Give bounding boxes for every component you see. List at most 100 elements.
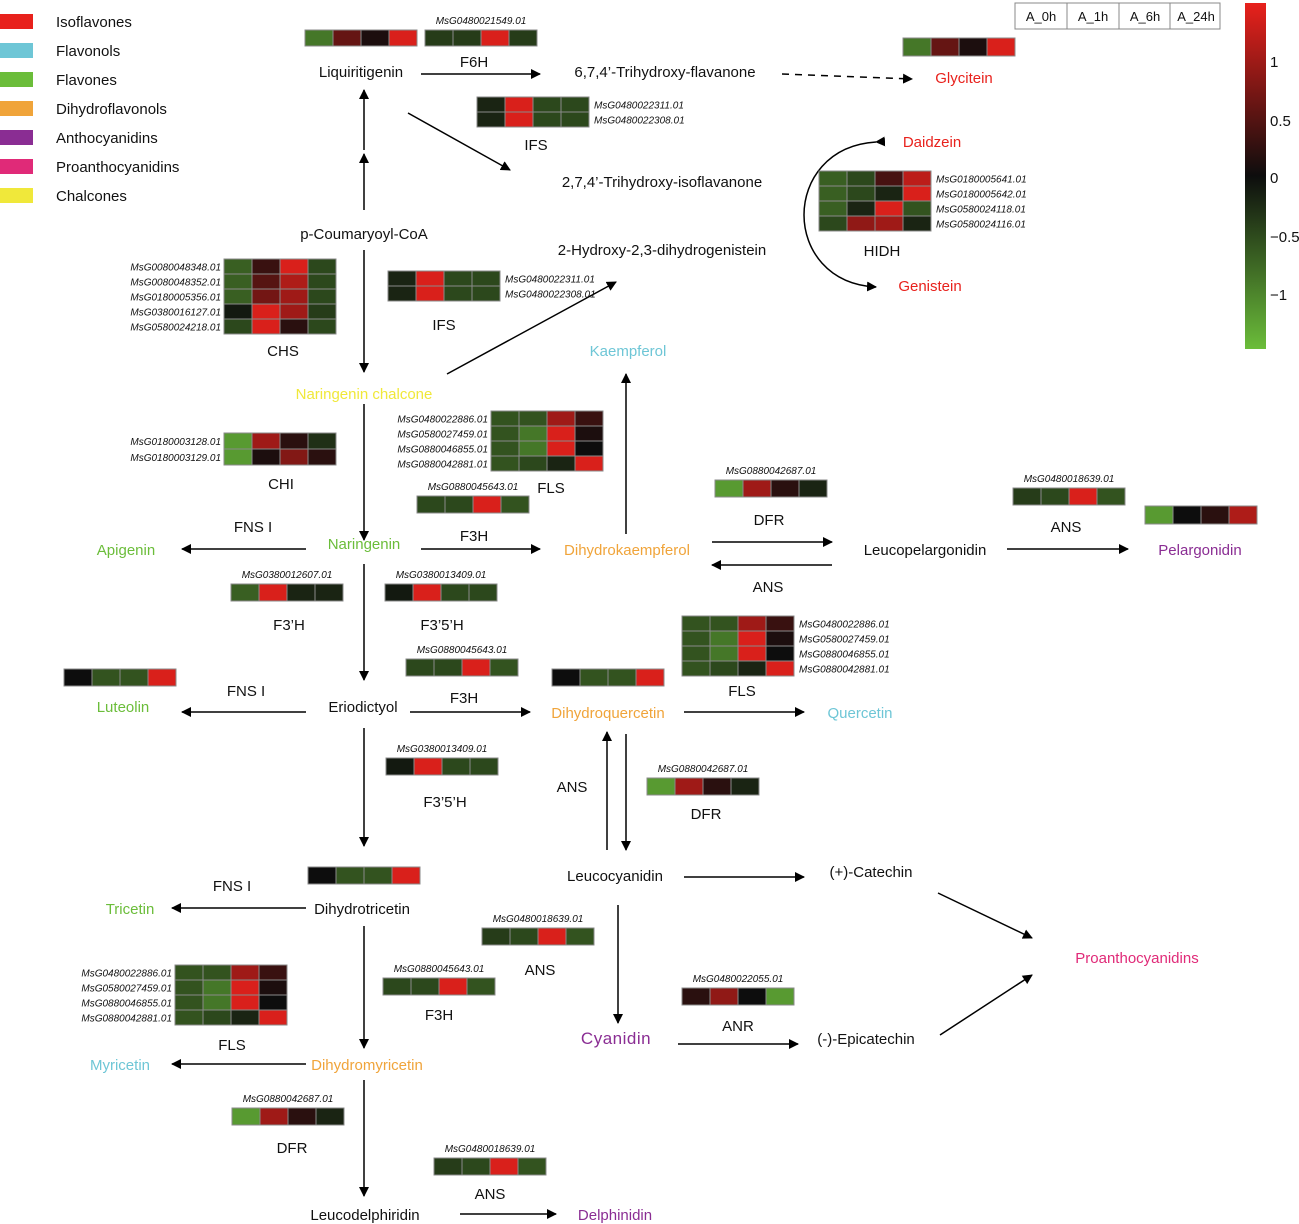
compound-trihydroxy-flavanone: 6,7,4’-Trihydroxy-flavanone	[574, 64, 755, 81]
heatmap-fls-1: MsG0480022886.01MsG0580027459.01MsG08800…	[397, 410, 604, 472]
gene-id: MsG0880042687.01	[658, 764, 749, 775]
heatmap-cell	[930, 37, 960, 57]
heatmap-hidh: MsG0180005641.01MsG0180005642.01MsG05800…	[818, 170, 1027, 232]
enzyme-ifs-mid: IFS	[432, 317, 455, 334]
heatmap-cell	[480, 29, 510, 47]
heatmap-cell	[230, 1009, 260, 1026]
heatmap-cell	[574, 425, 604, 442]
header-cell	[1014, 2, 1068, 30]
heatmap-cell	[635, 668, 665, 687]
heatmap-cell	[742, 479, 772, 498]
legend: IsoflavonesFlavonolsFlavonesDihydroflavo…	[0, 14, 179, 205]
gene-id: MsG0480022311.01	[594, 101, 684, 112]
heatmap-cell	[574, 455, 604, 472]
heatmap-cell	[279, 258, 309, 275]
gene-id: MsG0880045643.01	[417, 645, 508, 656]
heatmap-cell	[230, 994, 260, 1011]
gene-id: MsG0480022886.01	[81, 969, 172, 980]
gene-id: MsG0880046855.01	[799, 650, 890, 661]
heatmap-cell	[1040, 487, 1070, 506]
heatmap-cell	[223, 258, 253, 275]
heatmap-dihydroquercetin	[551, 668, 665, 687]
heatmap-cell	[874, 215, 904, 232]
heatmap-cell	[504, 111, 534, 128]
color-scale-bar	[1245, 3, 1266, 349]
heatmap-fls-2: MsG0480022886.01MsG0580027459.01MsG08800…	[681, 615, 890, 677]
legend-swatch	[0, 14, 33, 29]
heatmap-cell	[518, 425, 548, 442]
heatmap-cell	[258, 994, 288, 1011]
compound-dihydroquercetin: Dihydroquercetin	[551, 705, 664, 722]
legend-label: Isoflavones	[56, 14, 132, 31]
gene-id: MsG0480021549.01	[436, 16, 527, 27]
heatmap-cell	[709, 645, 739, 662]
enzyme-f3h-2: F3H	[450, 690, 478, 707]
heatmap-cell	[230, 964, 260, 981]
legend-swatch	[0, 159, 33, 174]
heatmap-cell	[314, 583, 344, 602]
compound-eriodictyol: Eriodictyol	[328, 699, 397, 716]
heatmap-cell	[251, 303, 281, 320]
legend-label: Dihydroflavonols	[56, 101, 167, 118]
heatmap-cell	[818, 215, 848, 232]
heatmap-cell	[1172, 505, 1202, 525]
heatmap-cell	[508, 29, 538, 47]
gene-id: MsG0880045643.01	[394, 964, 485, 975]
heatmap-cell	[958, 37, 988, 57]
heatmap-cell	[440, 583, 470, 602]
heatmap-cell	[546, 410, 576, 427]
compound-pelargonidin: Pelargonidin	[1158, 542, 1241, 559]
enzyme-fns-2: FNS I	[227, 683, 265, 700]
color-scale-tick: 1	[1270, 54, 1278, 71]
reaction-arrows	[171, 69, 1129, 1219]
heatmap-cell	[818, 185, 848, 202]
enzyme-ans-3: ANS	[557, 779, 588, 796]
heatmap-cell	[223, 288, 253, 305]
heatmap-cell	[335, 866, 365, 885]
heatmap-cell	[307, 288, 337, 305]
gene-id: MsG0880046855.01	[397, 445, 488, 456]
heatmap-cell	[472, 495, 502, 514]
legend-swatch	[0, 72, 33, 87]
expression-heatmaps: MsG0480021549.01MsG0480022311.01MsG04800…	[63, 16, 1258, 1176]
heatmap-cell	[518, 455, 548, 472]
heatmap-cell	[468, 583, 498, 602]
header-cell	[1066, 2, 1120, 30]
heatmap-f35h-2: MsG0380013409.01	[385, 744, 499, 776]
heatmap-cell	[385, 757, 415, 776]
heatmap-cell	[681, 660, 711, 677]
gene-id: MsG0880042687.01	[726, 466, 817, 477]
heatmap-cell	[251, 432, 281, 450]
heatmap-cell	[307, 432, 337, 450]
enzyme-ans-1: ANS	[1051, 519, 1082, 536]
gene-id: MsG0480022055.01	[693, 974, 784, 985]
heatmap-cell	[466, 977, 496, 996]
gene-id: MsG0880042881.01	[81, 1014, 172, 1025]
heatmap-cell	[846, 215, 876, 232]
heatmap-cell	[443, 270, 473, 287]
heatmap-cell	[509, 927, 539, 946]
legend-label: Flavonols	[56, 43, 120, 60]
heatmap-cell	[230, 583, 260, 602]
heatmap-cell	[518, 410, 548, 427]
enzyme-f3h-1: F3H	[460, 528, 488, 545]
heatmap-cell	[223, 432, 253, 450]
heatmap-f6h: MsG0480021549.01	[424, 16, 538, 47]
heatmap-cell	[251, 448, 281, 466]
enzyme-ans-2: ANS	[753, 579, 784, 596]
heatmap-cell	[737, 615, 767, 632]
heatmap-cell	[258, 979, 288, 996]
heatmap-cell	[279, 303, 309, 320]
heatmap-cell	[546, 425, 576, 442]
heatmap-cell	[765, 660, 795, 677]
heatmap-cell	[551, 668, 581, 687]
heatmap-cell	[737, 660, 767, 677]
heatmap-cell	[607, 668, 637, 687]
gene-id: MsG0880042687.01	[243, 1094, 334, 1105]
heatmap-f3h-3: MsG0880045643.01	[382, 964, 496, 996]
heatmap-cell	[565, 927, 595, 946]
heatmap-cell	[424, 29, 454, 47]
heatmap-cell	[174, 994, 204, 1011]
gene-id: MsG0380012607.01	[242, 570, 333, 581]
